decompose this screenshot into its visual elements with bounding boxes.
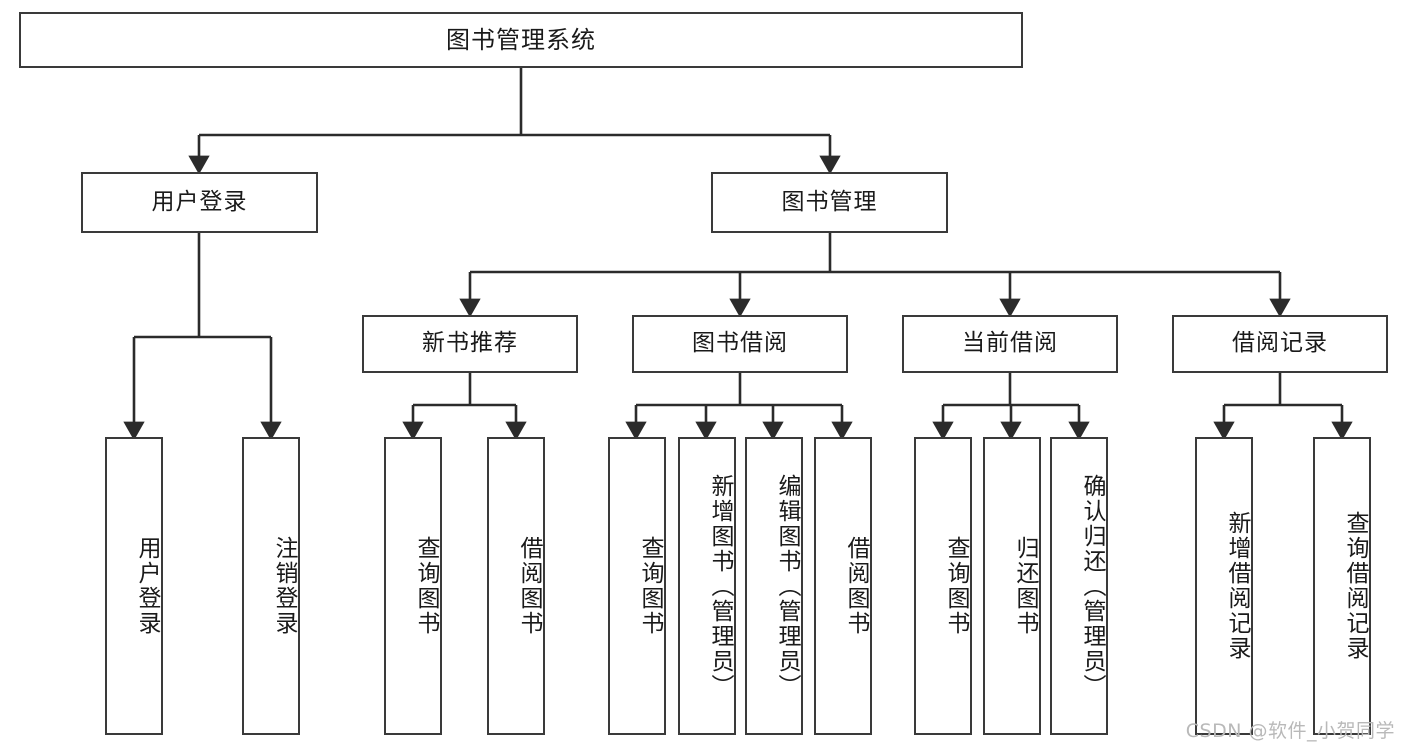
- leaf-label: 编辑图书（管理员）: [774, 473, 800, 699]
- node-book-management[interactable]: 图书管理: [711, 172, 948, 233]
- leaf-label: 注销登录: [271, 536, 297, 636]
- leaf-label: 新增借阅记录: [1224, 511, 1250, 661]
- node-current-borrow[interactable]: 当前借阅: [902, 315, 1118, 373]
- leaf-label: 确认归还（管理员）: [1079, 473, 1105, 699]
- node-root-system[interactable]: 图书管理系统: [19, 12, 1023, 68]
- leaf-label: 新增图书（管理员）: [707, 473, 733, 699]
- leaf-current-return-book[interactable]: 归还图书: [983, 437, 1041, 735]
- leaf-borrow-edit-book-admin[interactable]: 编辑图书（管理员）: [745, 437, 803, 735]
- node-borrow-record[interactable]: 借阅记录: [1172, 315, 1388, 373]
- leaf-user-logout[interactable]: 注销登录: [242, 437, 300, 735]
- leaf-record-query-borrow-record[interactable]: 查询借阅记录: [1313, 437, 1371, 735]
- leaf-record-add-borrow-record[interactable]: 新增借阅记录: [1195, 437, 1253, 735]
- leaf-label: 查询图书: [413, 536, 439, 636]
- leaf-current-confirm-return-admin[interactable]: 确认归还（管理员）: [1050, 437, 1108, 735]
- node-book-borrow[interactable]: 图书借阅: [632, 315, 848, 373]
- leaf-current-query-book[interactable]: 查询图书: [914, 437, 972, 735]
- leaf-borrow-borrow-book[interactable]: 借阅图书: [814, 437, 872, 735]
- leaf-borrow-add-book-admin[interactable]: 新增图书（管理员）: [678, 437, 736, 735]
- node-user-login[interactable]: 用户登录: [81, 172, 318, 233]
- leaf-label: 查询借阅记录: [1342, 511, 1368, 661]
- node-new-book-recommend[interactable]: 新书推荐: [362, 315, 578, 373]
- leaf-label: 查询图书: [637, 536, 663, 636]
- leaf-recommend-borrow-book[interactable]: 借阅图书: [487, 437, 545, 735]
- leaf-label: 归还图书: [1012, 536, 1038, 636]
- leaf-label: 借阅图书: [516, 536, 542, 636]
- leaf-borrow-query-book[interactable]: 查询图书: [608, 437, 666, 735]
- leaf-label: 借阅图书: [843, 536, 869, 636]
- leaf-label: 查询图书: [943, 536, 969, 636]
- leaf-recommend-query-book[interactable]: 查询图书: [384, 437, 442, 735]
- leaf-label: 用户登录: [134, 536, 160, 636]
- leaf-user-login[interactable]: 用户登录: [105, 437, 163, 735]
- csdn-watermark: CSDN @软件_小贺同学: [1185, 720, 1395, 742]
